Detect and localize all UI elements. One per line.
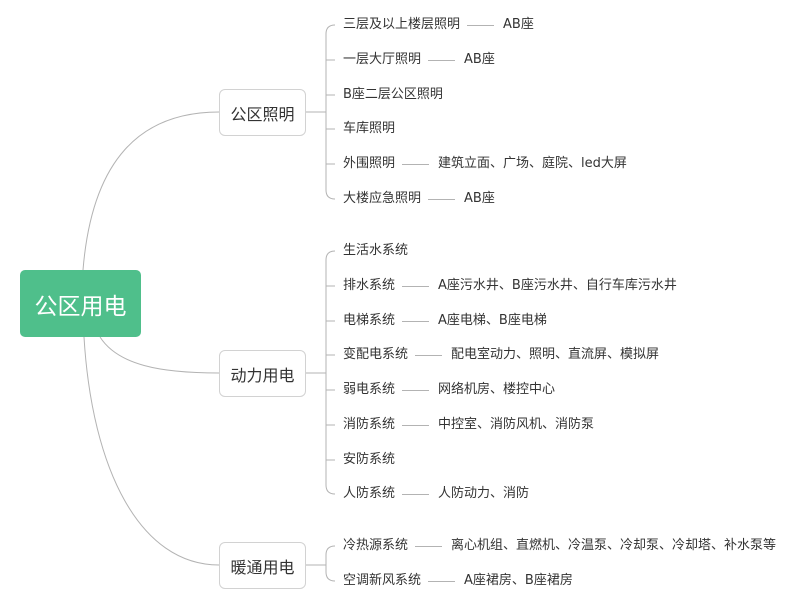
topic-row: 外围照明 建筑立面、广场、庭院、led大屏 xyxy=(343,155,627,173)
topic-detail[interactable]: 中控室、消防风机、消防泵 xyxy=(438,417,595,432)
topic-label[interactable]: 人防系统 xyxy=(343,486,396,501)
topic-label[interactable]: 排水系统 xyxy=(343,278,396,293)
topic-label[interactable]: 变配电系统 xyxy=(343,347,409,362)
topic-detail[interactable]: A座裙房、B座裙房 xyxy=(464,573,573,588)
topic-label[interactable]: 一层大厅照明 xyxy=(343,52,422,67)
detail-connector xyxy=(415,545,443,547)
topic-row: 生活水系统 xyxy=(343,242,408,260)
topic-detail[interactable]: AB座 xyxy=(464,52,495,67)
detail-connector xyxy=(402,163,430,165)
topic-detail[interactable]: 网络机房、楼控中心 xyxy=(438,382,556,397)
detail-connector xyxy=(402,493,430,495)
detail-connector xyxy=(467,24,495,26)
topic-detail[interactable]: A座污水井、B座污水井、自行车库污水井 xyxy=(438,278,677,293)
detail-connector xyxy=(428,580,456,582)
detail-connector xyxy=(402,320,430,322)
connector-branch-1-bracket xyxy=(325,24,336,200)
detail-connector xyxy=(415,354,443,356)
topic-row: 空调新风系统 A座裙房、B座裙房 xyxy=(343,572,573,590)
topic-label[interactable]: 冷热源系统 xyxy=(343,538,409,553)
topic-label[interactable]: 三层及以上楼层照明 xyxy=(343,17,461,32)
connector-root-to-branch-2 xyxy=(99,336,220,374)
topic-label[interactable]: 生活水系统 xyxy=(343,243,409,258)
topic-row: 排水系统 A座污水井、B座污水井、自行车库污水井 xyxy=(343,277,677,295)
topic-label[interactable]: 消防系统 xyxy=(343,417,396,432)
root-node[interactable]: 公区用电 xyxy=(20,270,141,337)
topic-detail[interactable]: AB座 xyxy=(464,191,495,206)
topic-label[interactable]: 外围照明 xyxy=(343,156,396,171)
branch-node-hvac[interactable]: 暖通用电 xyxy=(219,542,306,589)
connector-root-to-branch-3 xyxy=(83,336,220,566)
detail-connector xyxy=(402,424,430,426)
topic-label[interactable]: 车库照明 xyxy=(343,121,396,136)
topic-row: 人防系统 人防动力、消防 xyxy=(343,485,529,503)
detail-connector xyxy=(402,389,430,391)
topic-row: 安防系统 xyxy=(343,451,395,469)
topic-row: 大楼应急照明 AB座 xyxy=(343,190,495,208)
topic-label[interactable]: 安防系统 xyxy=(343,452,396,467)
topic-label[interactable]: 大楼应急照明 xyxy=(343,191,422,206)
detail-connector xyxy=(402,285,430,287)
topic-label[interactable]: 弱电系统 xyxy=(343,382,396,397)
topic-detail[interactable]: 配电室动力、照明、直流屏、模拟屏 xyxy=(451,347,660,362)
topic-row: 电梯系统 A座电梯、B座电梯 xyxy=(343,312,547,330)
topic-row: 三层及以上楼层照明 AB座 xyxy=(343,16,534,34)
topic-detail[interactable]: 离心机组、直燃机、冷温泵、冷却泵、冷却塔、补水泵等 xyxy=(451,538,777,553)
topic-row: B座二层公区照明 xyxy=(343,86,443,104)
topic-row: 冷热源系统 离心机组、直燃机、冷温泵、冷却泵、冷却塔、补水泵等 xyxy=(343,537,776,555)
connector-branch-3-bracket xyxy=(325,545,336,582)
topic-row: 消防系统 中控室、消防风机、消防泵 xyxy=(343,416,594,434)
topic-detail[interactable]: A座电梯、B座电梯 xyxy=(438,313,547,328)
topic-label[interactable]: 电梯系统 xyxy=(343,313,396,328)
topic-label[interactable]: B座二层公区照明 xyxy=(343,87,443,102)
connector-root-to-branch-1 xyxy=(82,111,220,271)
detail-connector xyxy=(428,59,456,61)
branch-node-power[interactable]: 动力用电 xyxy=(219,350,306,397)
topic-detail[interactable]: 建筑立面、广场、庭院、led大屏 xyxy=(438,156,627,171)
topic-detail[interactable]: AB座 xyxy=(503,17,534,32)
topic-detail[interactable]: 人防动力、消防 xyxy=(438,486,530,501)
topic-row: 一层大厅照明 AB座 xyxy=(343,51,495,69)
branch-node-public-lighting[interactable]: 公区照明 xyxy=(219,89,306,136)
topic-row: 变配电系统 配电室动力、照明、直流屏、模拟屏 xyxy=(343,346,659,364)
topic-row: 车库照明 xyxy=(343,120,395,138)
topic-row: 弱电系统 网络机房、楼控中心 xyxy=(343,381,555,399)
topic-label[interactable]: 空调新风系统 xyxy=(343,573,422,588)
connector-branch-2-bracket xyxy=(325,250,336,495)
detail-connector xyxy=(428,198,456,200)
